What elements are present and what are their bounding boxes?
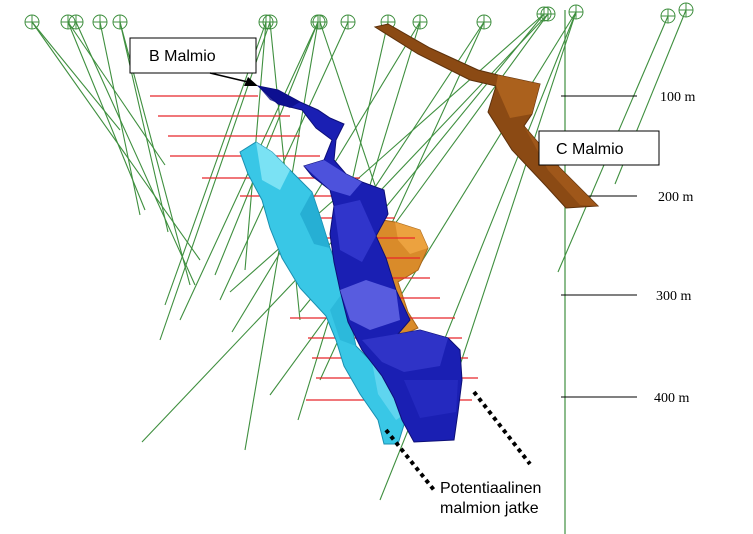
depth-label-200: 200 m [658, 190, 694, 205]
b-orebody-label-text: B Malmio [149, 48, 216, 65]
continuation-marker-left [384, 428, 436, 492]
drillhole-collar-icon [540, 6, 556, 22]
drillhole-collar-icon [92, 14, 108, 30]
drillhole-collar-icon [112, 14, 128, 30]
c-orebody-label-text: C Malmio [556, 141, 624, 158]
depth-label-400: 400 m [654, 391, 690, 406]
depth-label-300: 300 m [656, 289, 692, 304]
b-orebody [256, 85, 463, 443]
depth-label-100: 100 m [660, 90, 696, 105]
b-orebody-label: B Malmio [129, 37, 258, 86]
potential-continuation-line2: malmion jatke [440, 500, 539, 517]
c-orebody-label: C Malmio [538, 130, 660, 166]
continuation-marker-right [472, 390, 532, 466]
drillhole-collar-icon [568, 4, 584, 20]
drillhole-collar-icon [340, 14, 356, 30]
drillhole-collar-icon [68, 14, 84, 30]
drillhole-collar-icon [24, 14, 40, 30]
drillhole-collar-icon [476, 14, 492, 30]
drillhole-collar-icon [262, 14, 278, 30]
drillhole-collar-icon [312, 14, 328, 30]
drillhole-collar-icon [678, 2, 694, 18]
potential-continuation-markers [384, 390, 532, 492]
drillhole-collar-icon [412, 14, 428, 30]
drillhole-collar-icon [660, 8, 676, 24]
arrow-head-icon [244, 77, 258, 86]
drillhole-collars [24, 2, 694, 30]
depth-scale: 100 m 200 m 300 m 400 m [561, 10, 696, 534]
potential-continuation-line1: Potentiaalinen [440, 480, 541, 497]
